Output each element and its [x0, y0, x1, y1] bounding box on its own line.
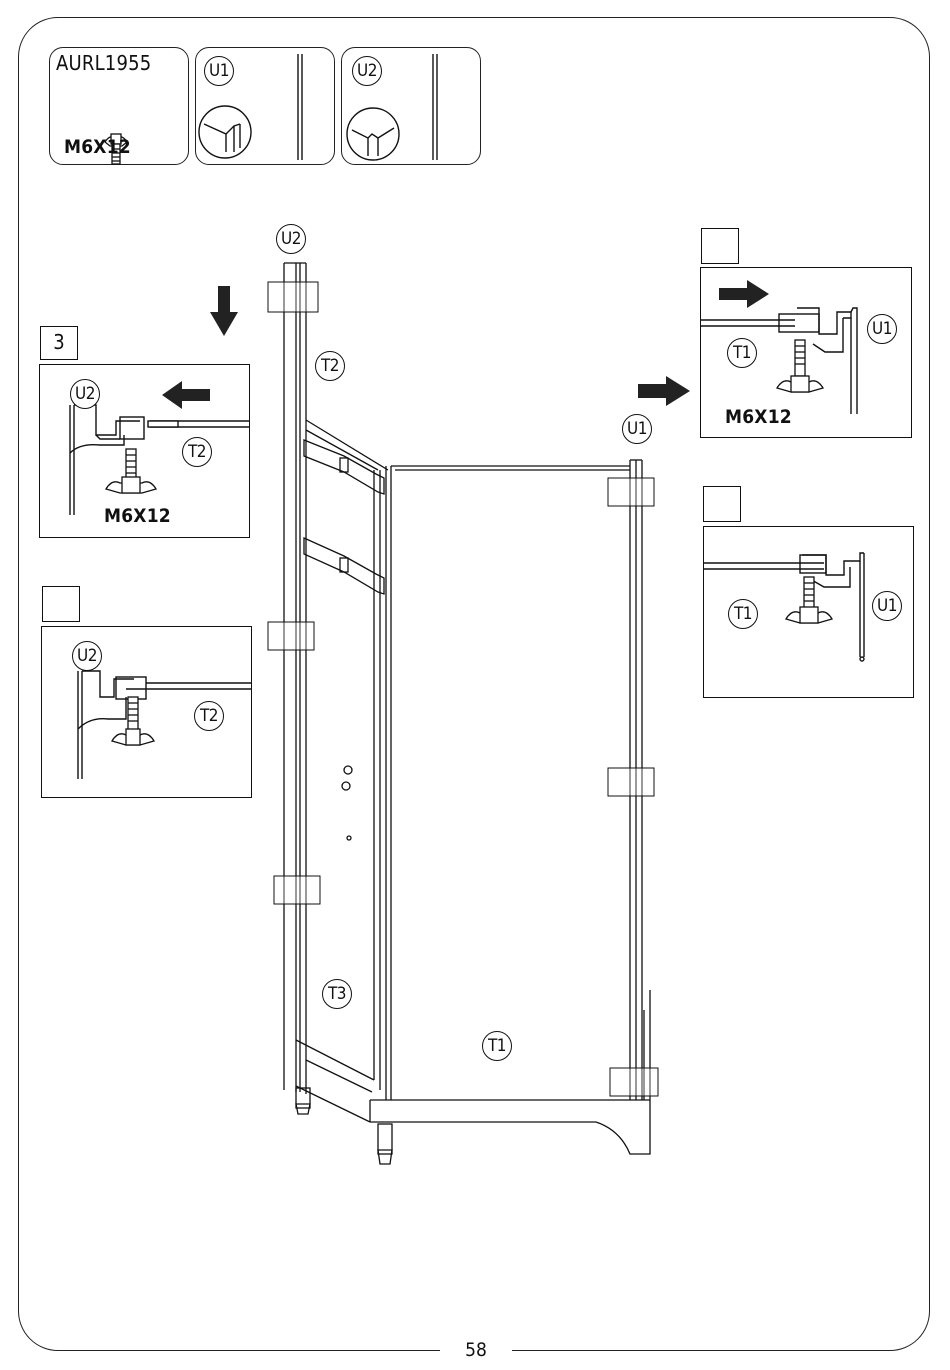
main-t1-label: T1: [482, 1031, 512, 1061]
main-t3-label: T3: [322, 979, 352, 1009]
main-u2-label: U2: [276, 224, 306, 254]
detail-left-2: U2 T2: [41, 626, 252, 798]
detail-right-1-u1: U1: [867, 314, 897, 344]
main-u1-label: U1: [622, 414, 652, 444]
detail-left-1-t2: T2: [182, 437, 212, 467]
step-box-right-1: [701, 228, 739, 264]
detail-left-2-t2: T2: [194, 701, 224, 731]
step-box-right-2: [703, 486, 741, 522]
detail-left-2-u2: U2: [72, 641, 102, 671]
detail-right-1-size: M6X12: [725, 406, 792, 428]
detail-left-1-u2: U2: [70, 379, 100, 409]
detail-right-1-t1: T1: [727, 338, 757, 368]
main-t2-label: T2: [315, 351, 345, 381]
detail-left-1-size: M6X12: [104, 505, 171, 527]
detail-right-2-t1: T1: [728, 599, 758, 629]
detail-right-2-u1: U1: [872, 591, 902, 621]
step-number-box: 3: [40, 326, 78, 360]
step-box-left-2: [42, 586, 80, 622]
detail-right-1: T1 U1 M6X12: [700, 267, 912, 438]
detail-right-2: T1 U1: [703, 526, 914, 698]
detail-left-1: U2 T2 M6X12: [39, 364, 250, 538]
